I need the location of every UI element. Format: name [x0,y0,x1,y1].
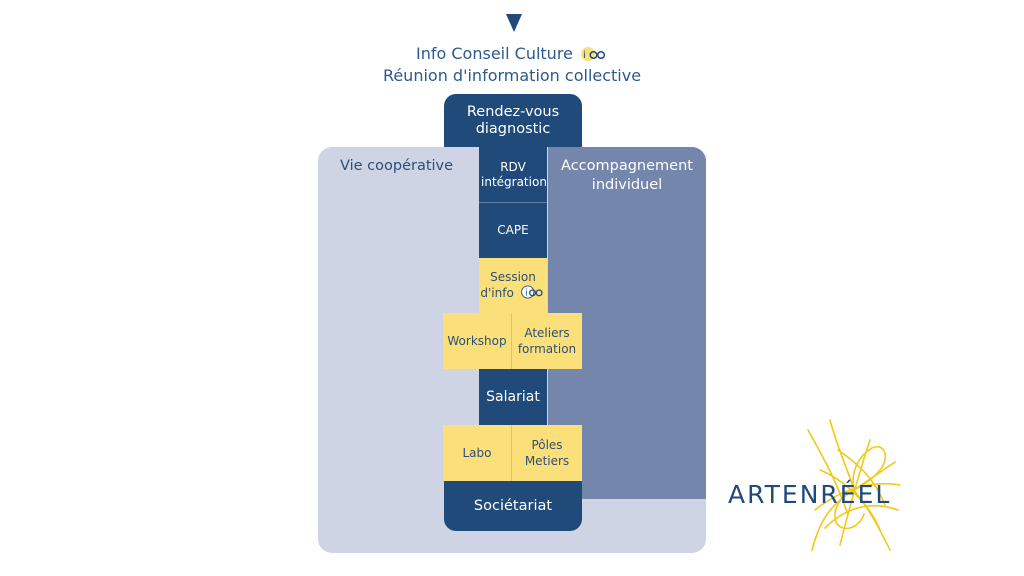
salariat-label: Salariat [486,388,540,405]
header-line-1: Info Conseil Culture i [0,44,1024,64]
cape-label: CAPE [497,223,529,237]
salariat-box: Salariat [479,369,547,425]
labo-label: Labo [462,446,492,460]
ateliers-cell: Ateliers formation [512,313,582,369]
labo-cell: Labo [443,425,512,481]
session-info-label: Session d'info [480,270,536,300]
poles-metiers-label: Pôles Metiers [524,438,570,468]
down-arrow-icon [506,14,522,32]
ateliers-label: Ateliers formation [517,326,577,356]
societariat-label: Sociétariat [473,498,553,514]
workshop-cell: Workshop [443,313,512,369]
logo-text: ARTENRÉEL [728,480,892,509]
svg-text:i: i [583,50,586,61]
icc-badge-small-icon: i [520,285,546,299]
rdv-diagnostic-box: Rendez-vous diagnostic [444,94,582,147]
header-subtitle: Réunion d'information collective [382,66,642,85]
logo-burst-icon [807,419,901,551]
session-info-box: Session d'info i [479,258,547,313]
icc-badge-icon: i [580,46,608,62]
societariat-box: Sociétariat [444,481,582,531]
poles-metiers-cell: Pôles Metiers [512,425,582,481]
cape-box: CAPE [479,203,547,258]
vie-cooperative-label: Vie coopérative [340,158,454,174]
header-title: Info Conseil Culture [416,44,573,63]
workshop-label: Workshop [447,334,507,348]
svg-text:i: i [525,289,527,299]
rdv-integration-box: RDV intégration [479,147,547,203]
rdv-diagnostic-label: Rendez-vous diagnostic [466,103,560,137]
rdv-integration-label: RDV intégration [481,159,547,189]
accompagnement-label: Accompagnement individuel [561,158,693,193]
labo-poles-row: Labo Pôles Metiers [443,425,582,481]
workshop-ateliers-row: Workshop Ateliers formation [443,313,582,369]
artenreel-logo [720,410,920,560]
